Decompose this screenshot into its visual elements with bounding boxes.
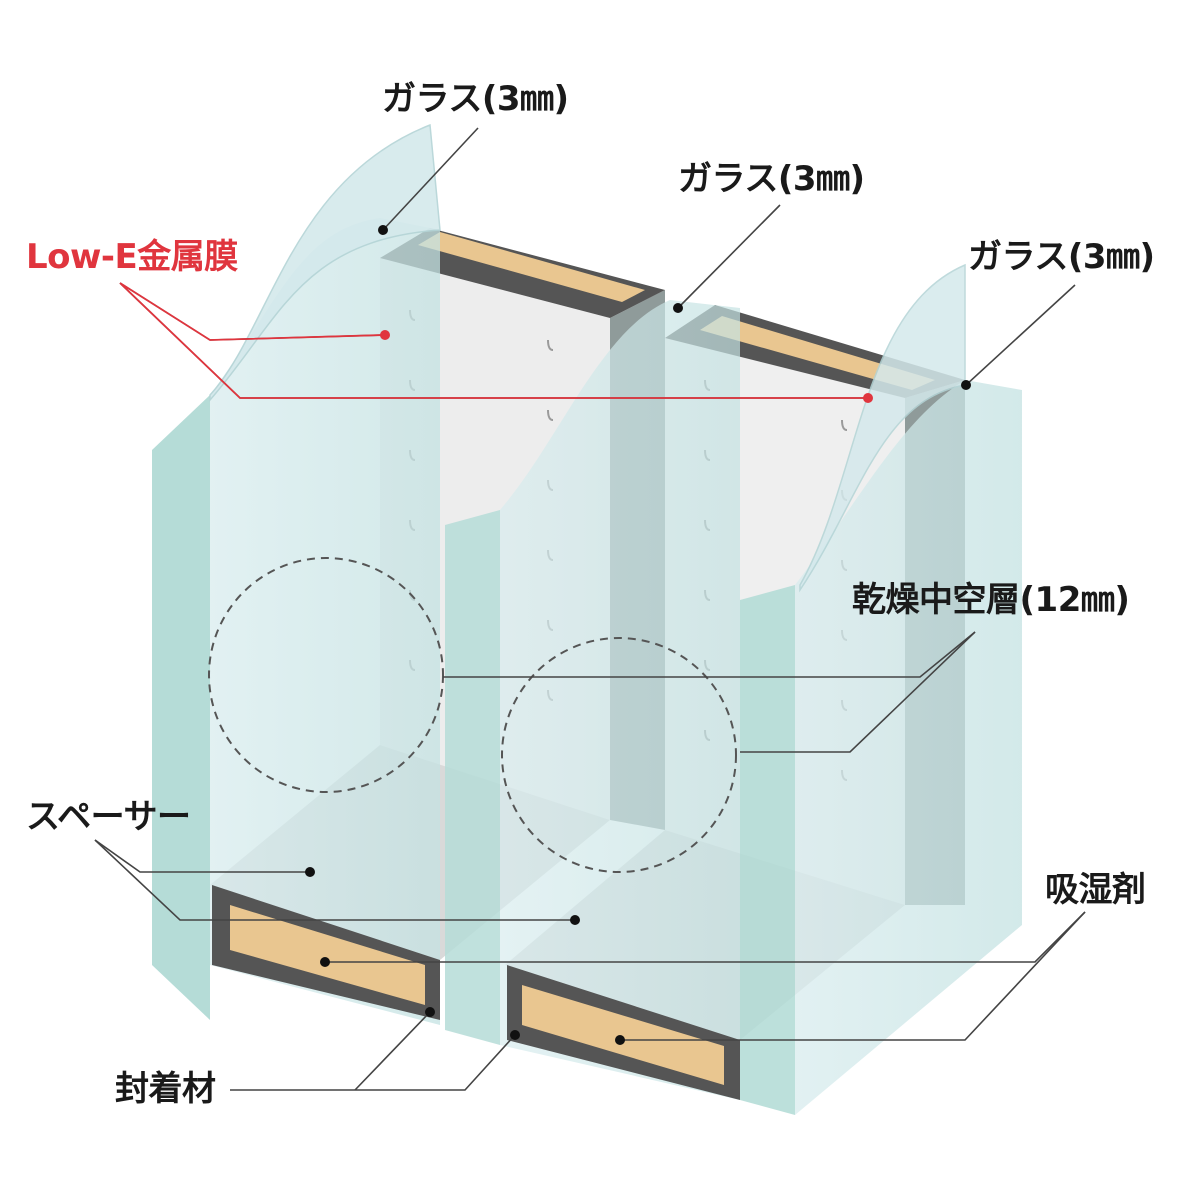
label-air-layer: 乾燥中空層(12㎜) [852, 580, 1130, 620]
glass-pane-3-curl [799, 263, 966, 593]
bottom-desiccant-2 [522, 985, 724, 1085]
glass-pane-1-side [152, 395, 210, 1020]
label-spacer: スペーサー [26, 797, 191, 837]
label-low-e: Low-E金属膜 [26, 237, 238, 277]
label-glass-3: ガラス(3㎜) [968, 237, 1155, 277]
air-layer-circle-2 [501, 637, 737, 873]
glass-pane-1-front [210, 218, 440, 1025]
label-sealant: 封着材 [115, 1069, 216, 1109]
glass-pane-3-side [740, 585, 795, 1115]
label-desiccant: 吸湿剤 [1045, 870, 1146, 910]
label-glass-1: ガラス(3㎜) [382, 79, 569, 119]
glass-pane-3-front [795, 380, 1022, 1115]
glass-pane-1-curl [209, 123, 441, 402]
low-e-leader-lines [119, 282, 868, 399]
glass-pane-2-side [445, 510, 500, 1045]
label-glass-2: ガラス(3㎜) [678, 159, 865, 199]
air-layer-circle-1 [208, 557, 444, 793]
top-desiccant-1 [418, 232, 645, 302]
glass-pane-2-front [500, 300, 740, 1100]
bottom-desiccant-1 [230, 905, 425, 1005]
callout-dots [305, 225, 971, 1045]
